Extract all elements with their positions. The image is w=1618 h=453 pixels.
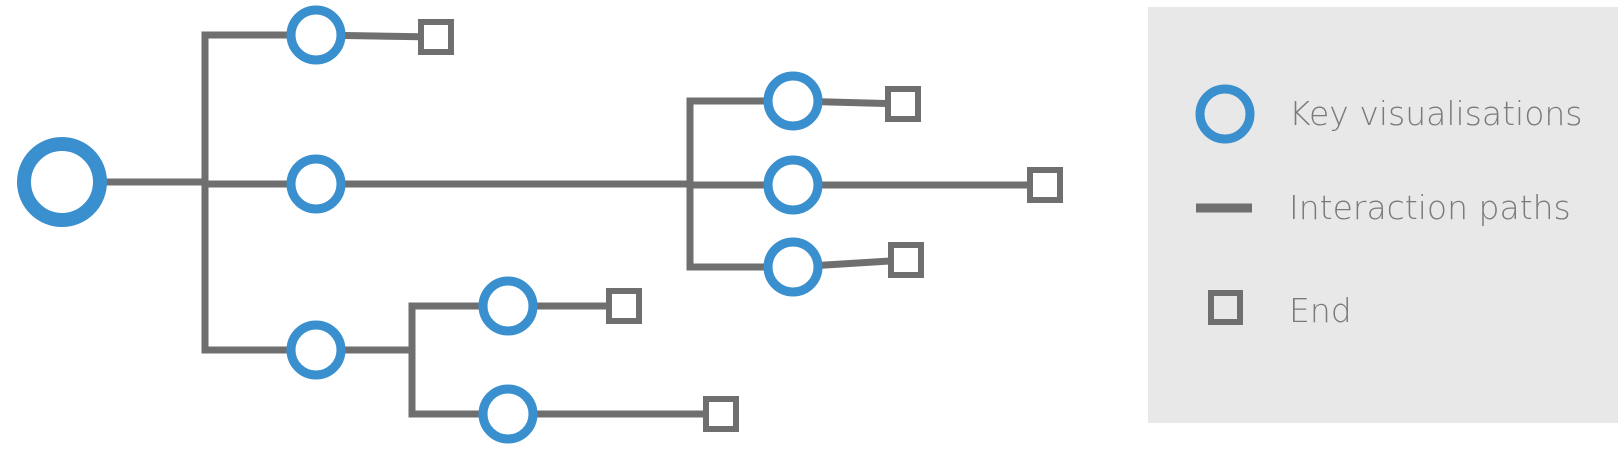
- legend-label-end: End: [1289, 291, 1352, 330]
- interaction-path-n3-n8: [316, 346, 508, 418]
- key-visualisation-node-n1: [286, 5, 346, 65]
- interaction-path-n2-n4: [316, 97, 793, 188]
- interaction-path-n2-n6: [316, 180, 793, 271]
- key-visualisation-node-n3: [286, 320, 346, 380]
- key-visualisation-node-n8: [478, 384, 538, 444]
- key-visualisation-node-n5: [763, 155, 823, 215]
- root-visualisation-node: [17, 137, 107, 227]
- end-icon: [1208, 290, 1243, 325]
- end-node-e1: [418, 19, 454, 55]
- key-visualisation-node-n6: [763, 237, 823, 297]
- legend-label-interaction-paths: Interaction paths: [1289, 188, 1571, 227]
- end-node-e5: [606, 288, 642, 324]
- end-node-e3: [1027, 167, 1063, 203]
- interaction-path-n3-n7: [316, 302, 508, 354]
- end-node-e2: [885, 86, 921, 122]
- end-node-e4: [888, 242, 924, 278]
- key-visualisation-node-n2: [286, 154, 346, 214]
- diagram-nodes: [17, 5, 1063, 444]
- legend: Key visualisations Interaction paths End: [1148, 7, 1618, 423]
- legend-label-key-visualisations: Key visualisations: [1289, 94, 1583, 133]
- legend-background: [1148, 7, 1618, 423]
- key-visualisation-node-n7: [478, 276, 538, 336]
- interaction-paths: [62, 31, 1045, 418]
- interaction-path-root-n3: [62, 178, 316, 354]
- key-visualisation-node-n4: [763, 71, 823, 131]
- key-visualisation-icon: [1195, 84, 1255, 144]
- end-node-e6: [703, 396, 739, 432]
